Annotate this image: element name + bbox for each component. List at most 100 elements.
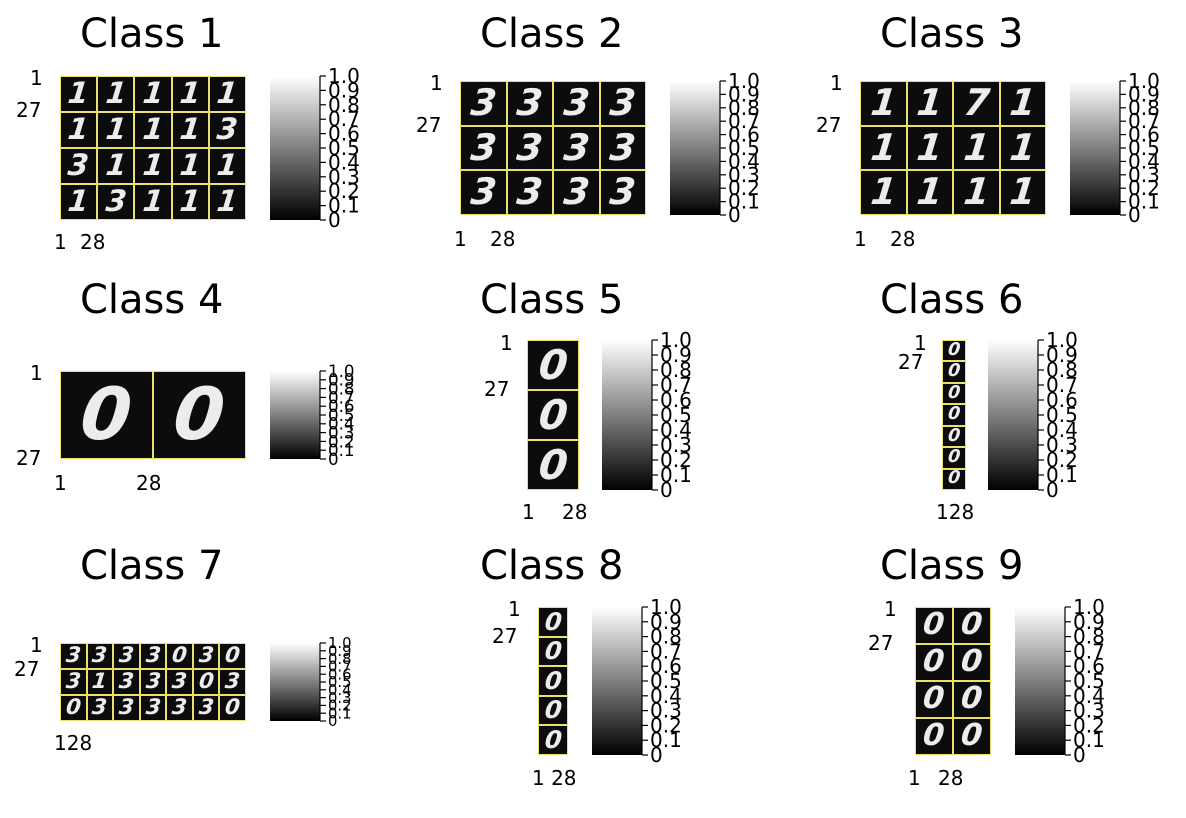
x-tick-label: 128 [54,731,93,755]
y-tick-label: 1 [508,597,521,621]
x-tick-label: 1 [854,227,867,251]
digit-glyph: 1 [914,125,945,169]
digit-cell: 1 [860,81,907,126]
colorbar-tick-label: 0.1 [1046,463,1078,487]
digit-cell: 3 [139,669,167,695]
digit-glyph: 0 [543,607,564,636]
digit-glyph: 3 [144,669,162,695]
x-tick-label: 28 [890,227,916,251]
digit-cell: 3 [97,184,135,220]
digit-cell: 1 [999,81,1046,126]
colorbar-tick-label: 0.9 [1046,343,1078,367]
colorbar-tick-label: 0.9 [650,610,682,634]
digit-glyph: 1 [215,76,240,111]
digit-cell: 1 [208,184,246,220]
colorbar-gradient [1070,81,1120,215]
digit-glyph: 0 [921,644,947,680]
colorbar-tick-label: 0.9 [1073,610,1105,634]
digit-glyph: 0 [946,447,962,468]
y-tick-label: 1 [430,71,443,95]
digit-cell: 3 [219,669,246,695]
digit-glyph: 0 [946,382,962,403]
colorbar-tick-label: 0 [328,449,339,469]
colorbar-tick-label: 0.2 [328,179,360,203]
y-tick-label: 1 [830,71,843,95]
colorbar-gradient [270,76,320,220]
colorbar-tick-label: 0.5 [328,405,355,425]
digit-cell: 3 [460,125,507,171]
y-tick-label: 1 [500,331,513,355]
digit-glyph: 1 [1007,170,1038,214]
digit-cell: 0 [538,607,568,637]
digit-cell: 3 [553,81,600,126]
colorbar-tick-label: 0.2 [1046,448,1078,472]
x-tick-label: 1 [908,766,921,790]
colorbar-tick-label: 0 [1073,743,1086,765]
colorbar-tick-label: 0.4 [1073,684,1105,708]
digit-cell: 1 [953,125,1000,171]
digit-cell: 1 [171,112,209,148]
colorbar-tick-label: 0.9 [728,82,760,106]
digit-cell: 1 [906,125,953,171]
digit-cell: 1 [97,76,135,112]
colorbar-tick-label: 0.5 [328,674,352,691]
digit-cell: 3 [60,669,87,695]
colorbar-tick-label: 1.0 [660,330,692,352]
colorbar: 00.10.20.30.40.50.60.70.80.91.0 [270,361,355,469]
colorbar-tick-label: 1.0 [1128,71,1160,93]
digit-glyph: 3 [170,695,189,721]
digit-glyph: 1 [178,76,203,111]
digit-cell: 7 [953,81,1000,126]
y-tick-label: 27 [14,657,40,681]
digit-glyph: 3 [117,669,136,695]
digit-cell: 3 [599,170,646,215]
colorbar-tick-label: 0.7 [728,109,760,133]
colorbar-tick-label: 0 [728,203,741,225]
digit-cell: 0 [60,371,153,459]
y-tick-label: 27 [868,631,894,655]
colorbar-tick-label: 0.5 [1046,403,1078,427]
digit-glyph: 0 [946,404,962,425]
colorbar-tick-label: 0.5 [660,403,692,427]
colorbar-tick-label: 0.4 [660,418,692,442]
colorbar-tick-label: 0.6 [728,123,760,147]
colorbar-tick-label: 0.8 [728,96,760,120]
digit-cell: 3 [60,148,98,184]
digit-glyph: 0 [76,372,137,457]
digit-cell: 0 [942,468,966,490]
digit-cell: 0 [953,644,991,681]
y-tick-label: 27 [16,446,42,470]
digit-cell: 1 [208,76,246,112]
colorbar: 00.10.20.30.40.50.60.70.80.91.0 [1015,597,1105,765]
digit-glyph: 0 [536,440,570,489]
digit-cell: 0 [527,340,579,390]
digit-glyph: 0 [170,643,189,669]
x-tick-label: 1 [522,500,535,524]
digit-glyph: 3 [103,184,128,219]
digit-glyph: 1 [103,148,128,183]
colorbar-tick-label: 0.6 [328,666,352,683]
digit-glyph: 1 [66,184,91,219]
digit-glyph: 3 [64,669,83,695]
digit-glyph: 3 [514,81,545,125]
colorbar-tick-label: 0.6 [328,122,360,146]
digit-cell: 0 [942,361,966,383]
colorbar-tick-label: 0.8 [1046,358,1078,382]
digit-glyph: 0 [959,718,985,754]
digit-glyph: 1 [868,81,899,125]
digit-glyph: 1 [103,76,128,111]
digit-glyph: 3 [91,695,109,721]
digit-cell: 1 [171,76,209,112]
colorbar-tick-label: 1.0 [728,71,760,93]
digit-cell: 0 [166,643,193,669]
digit-glyph: 3 [215,112,240,147]
y-tick-label: 1 [30,361,43,385]
digit-cell: 0 [942,340,966,362]
digit-glyph: 1 [178,112,203,147]
colorbar-tick-label: 0.3 [660,433,692,457]
colorbar-tick-label: 0.9 [1128,82,1160,106]
digit-cell: 3 [113,695,140,721]
